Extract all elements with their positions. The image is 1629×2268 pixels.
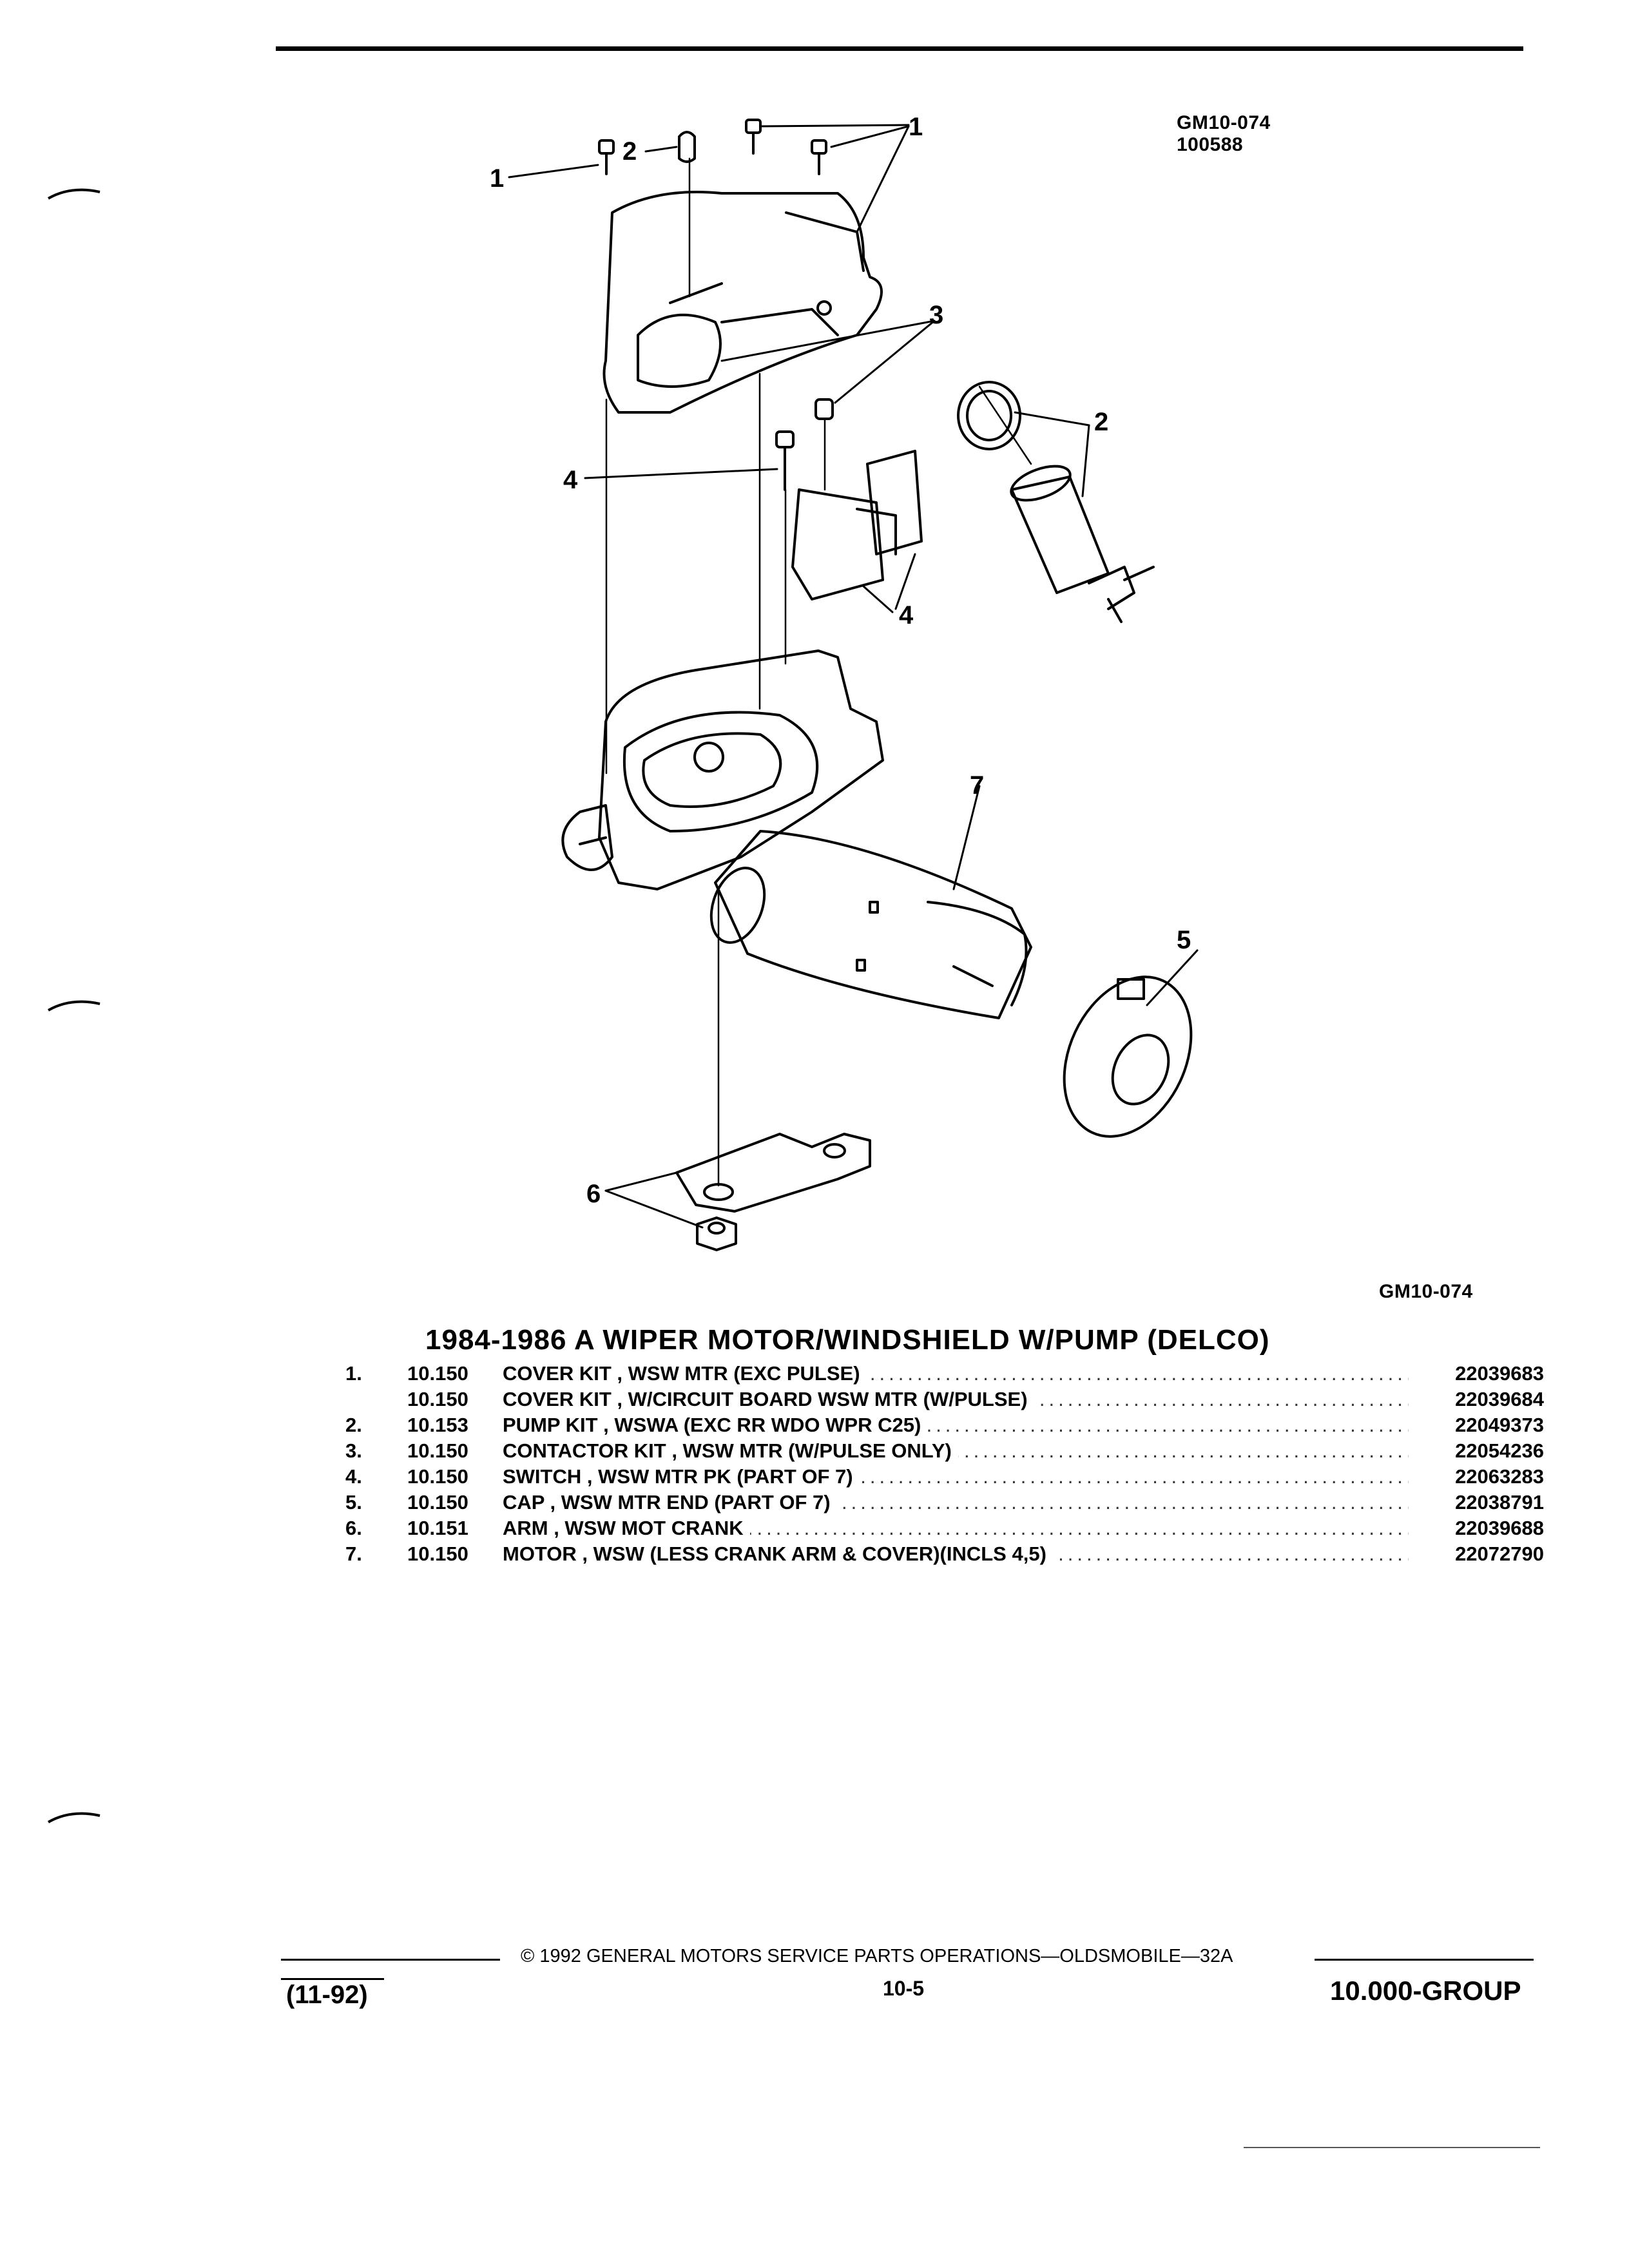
motor-7	[709, 830, 1032, 1019]
callout-3: 3	[929, 301, 943, 329]
part-index: 5.	[345, 1491, 362, 1514]
screw-center	[745, 119, 762, 155]
margin-mark-2	[48, 1000, 101, 1012]
crank-arm-6	[675, 1133, 871, 1251]
part-row: 7.10.150................................…	[345, 1541, 1544, 1567]
part-row: 1.10.150................................…	[345, 1361, 1544, 1387]
part-row: 3.10.150................................…	[345, 1438, 1544, 1464]
stray-rule	[1244, 2147, 1540, 2148]
part-description: PUMP KIT , WSWA (EXC RR WDO WPR C25)	[503, 1412, 928, 1438]
cover-outline	[602, 191, 883, 414]
callout-6: 6	[586, 1180, 601, 1208]
part-description: COVER KIT , W/CIRCUIT BOARD WSW MTR (W/P…	[503, 1387, 1034, 1412]
figure-code-bottom: GM10-074	[1379, 1281, 1473, 1302]
exploded-diagram: 1 2 1 1 3 2 4 4 7 5 6	[490, 113, 1199, 1251]
part-number: 22039688	[1455, 1517, 1544, 1539]
part-description: CAP , WSW MTR END (PART OF 7)	[503, 1490, 837, 1515]
part-group: 10.150	[407, 1388, 468, 1410]
footer-rule-left	[281, 1959, 500, 1961]
contactor-3	[815, 398, 834, 420]
part-number: 22072790	[1455, 1542, 1544, 1565]
callout-4-switch: 4	[899, 601, 914, 629]
footer-rule-right	[1315, 1959, 1534, 1961]
part-group: 10.151	[407, 1517, 468, 1539]
screw-left	[598, 139, 615, 175]
footer-rule-bottom-left	[281, 1978, 384, 1980]
gearbox-housing	[561, 649, 884, 890]
callout-1-right: 1	[909, 113, 923, 141]
pump	[1010, 465, 1155, 623]
part-group: 10.150	[407, 1465, 468, 1488]
section-title: 1984-1986 A WIPER MOTOR/WINDSHIELD W/PUM…	[425, 1324, 1270, 1356]
part-number: 22038791	[1455, 1491, 1544, 1514]
part-index: 1.	[345, 1362, 362, 1385]
figure-date-code: 100588	[1177, 134, 1244, 155]
top-rule	[276, 46, 1523, 51]
part-description: ARM , WSW MOT CRANK	[503, 1515, 750, 1541]
part-row: 4.10.150................................…	[345, 1464, 1544, 1490]
callout-4-bolt: 4	[563, 466, 578, 494]
callout-5: 5	[1177, 926, 1191, 954]
part-number: 22039684	[1455, 1388, 1544, 1410]
part-index: 4.	[345, 1465, 362, 1488]
part-index: 6.	[345, 1517, 362, 1539]
part-index: 7.	[345, 1542, 362, 1565]
callout-1-left: 1	[490, 164, 504, 193]
part-row: 6.10.151................................…	[345, 1515, 1544, 1541]
callout-2-top: 2	[622, 137, 637, 166]
end-cap-5	[1063, 975, 1193, 1138]
margin-mark-1	[48, 188, 101, 200]
copyright: © 1992 GENERAL MOTORS SERVICE PARTS OPER…	[521, 1946, 1233, 1966]
clip-2	[678, 131, 696, 163]
callout-7: 7	[970, 771, 984, 800]
part-row: 2.10.153................................…	[345, 1412, 1544, 1438]
bolt-4	[775, 430, 795, 491]
part-group: 10.150	[407, 1491, 468, 1514]
part-number: 22049373	[1455, 1414, 1544, 1436]
page-number: 10-5	[883, 1977, 925, 2000]
revision-date: (11-92)	[286, 1981, 368, 2009]
part-index: 3.	[345, 1439, 362, 1462]
part-number: 22039683	[1455, 1362, 1544, 1385]
part-number: 22054236	[1455, 1439, 1544, 1462]
callout-2-pump: 2	[1094, 408, 1108, 436]
switch-4	[791, 450, 923, 601]
margin-mark-3	[48, 1812, 101, 1823]
part-group: 10.153	[407, 1414, 468, 1436]
part-row: 10.150..................................…	[345, 1387, 1544, 1412]
part-row: 5.10.150................................…	[345, 1490, 1544, 1515]
part-number: 22063283	[1455, 1465, 1544, 1488]
part-index: 2.	[345, 1414, 362, 1436]
figure-code: GM10-074	[1177, 112, 1271, 133]
part-description: MOTOR , WSW (LESS CRANK ARM & COVER)(INC…	[503, 1541, 1053, 1567]
part-description: SWITCH , WSW MTR PK (PART OF 7)	[503, 1464, 860, 1490]
part-group: 10.150	[407, 1542, 468, 1565]
part-description: CONTACTOR KIT , WSW MTR (W/PULSE ONLY)	[503, 1438, 958, 1464]
group-label: 10.000-GROUP	[1330, 1975, 1521, 2006]
part-description: COVER KIT , WSW MTR (EXC PULSE)	[503, 1361, 867, 1387]
part-group: 10.150	[407, 1439, 468, 1462]
parts-list: 1.10.150................................…	[345, 1361, 1544, 1567]
part-group: 10.150	[407, 1362, 468, 1385]
screw-right	[811, 139, 827, 175]
